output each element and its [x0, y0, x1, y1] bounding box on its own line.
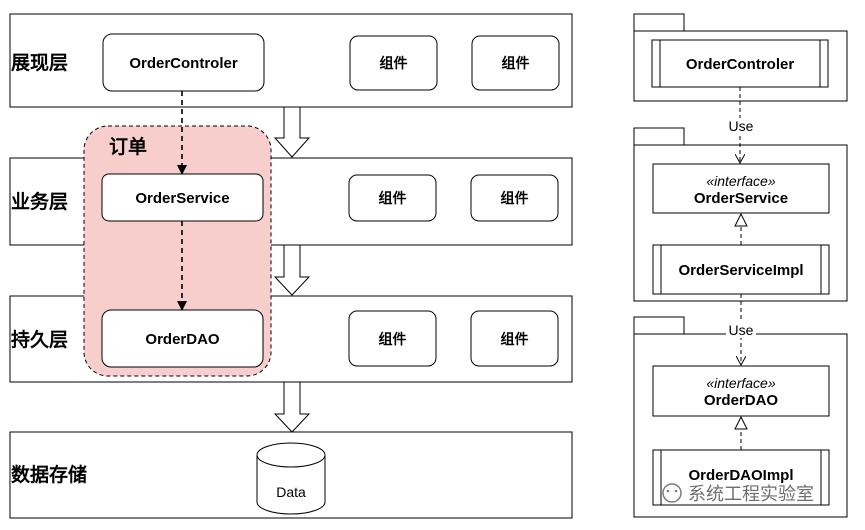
- watermark-text: 系统工程实验室: [688, 484, 814, 505]
- component-label: 组件: [501, 190, 529, 207]
- use-label-bg: [726, 322, 756, 338]
- order-service-label: OrderService: [135, 190, 229, 207]
- component-box: [348, 310, 437, 367]
- interface-order-service-stereotype: «interface»: [706, 173, 775, 189]
- flow-arrow-2: [273, 244, 311, 296]
- data-cylinder: [256, 442, 326, 515]
- flow-arrow-1: [273, 106, 311, 158]
- component-box: [349, 35, 438, 91]
- component-label: 组件: [379, 331, 407, 348]
- layer-label-data-storage: 数据存储: [11, 463, 87, 486]
- component-label: 组件: [380, 55, 408, 72]
- use-label-bg: [726, 118, 756, 134]
- class-order-controler-label: OrderControler: [686, 56, 795, 73]
- data-cylinder-label: Data: [276, 484, 306, 500]
- interface-order-dao: [652, 365, 830, 417]
- interface-order-service: [652, 163, 830, 214]
- layer-label-business: 业务层: [11, 190, 68, 213]
- component-box: [470, 174, 559, 222]
- layer-label-persistence: 持久层: [11, 328, 68, 351]
- order-dao-label: OrderDAO: [145, 331, 220, 348]
- class-order-controler: [651, 39, 829, 88]
- class-order-service-impl-label: OrderServiceImpl: [678, 262, 803, 279]
- wechat-watermark: 系统工程实验室: [662, 483, 814, 505]
- use-dependency-label: Use: [729, 118, 754, 134]
- interface-order-dao-stereotype: «interface»: [706, 375, 775, 391]
- class-order-dao-impl-label: OrderDAOImpl: [688, 467, 793, 484]
- component-label: 组件: [502, 55, 530, 72]
- use-dependency-label: Use: [729, 322, 754, 338]
- component-box: [471, 35, 560, 91]
- flow-arrow-3: [273, 381, 311, 433]
- component-box: [348, 174, 437, 222]
- realization-service-arrowhead: [734, 212, 748, 227]
- layer-label-presentation: 展现层: [11, 52, 68, 74]
- wechat-icon: [662, 483, 682, 503]
- order-controler-label: OrderControler: [129, 55, 238, 72]
- interface-order-service-label: OrderService: [694, 190, 788, 207]
- order-controler-box: [102, 33, 265, 92]
- interface-order-dao-label: OrderDAO: [704, 392, 779, 409]
- component-box: [470, 310, 559, 367]
- realization-dao-arrowhead: [734, 415, 748, 430]
- component-label: 组件: [379, 190, 407, 207]
- component-label: 组件: [501, 331, 529, 348]
- order-group-label: 订单: [109, 135, 147, 158]
